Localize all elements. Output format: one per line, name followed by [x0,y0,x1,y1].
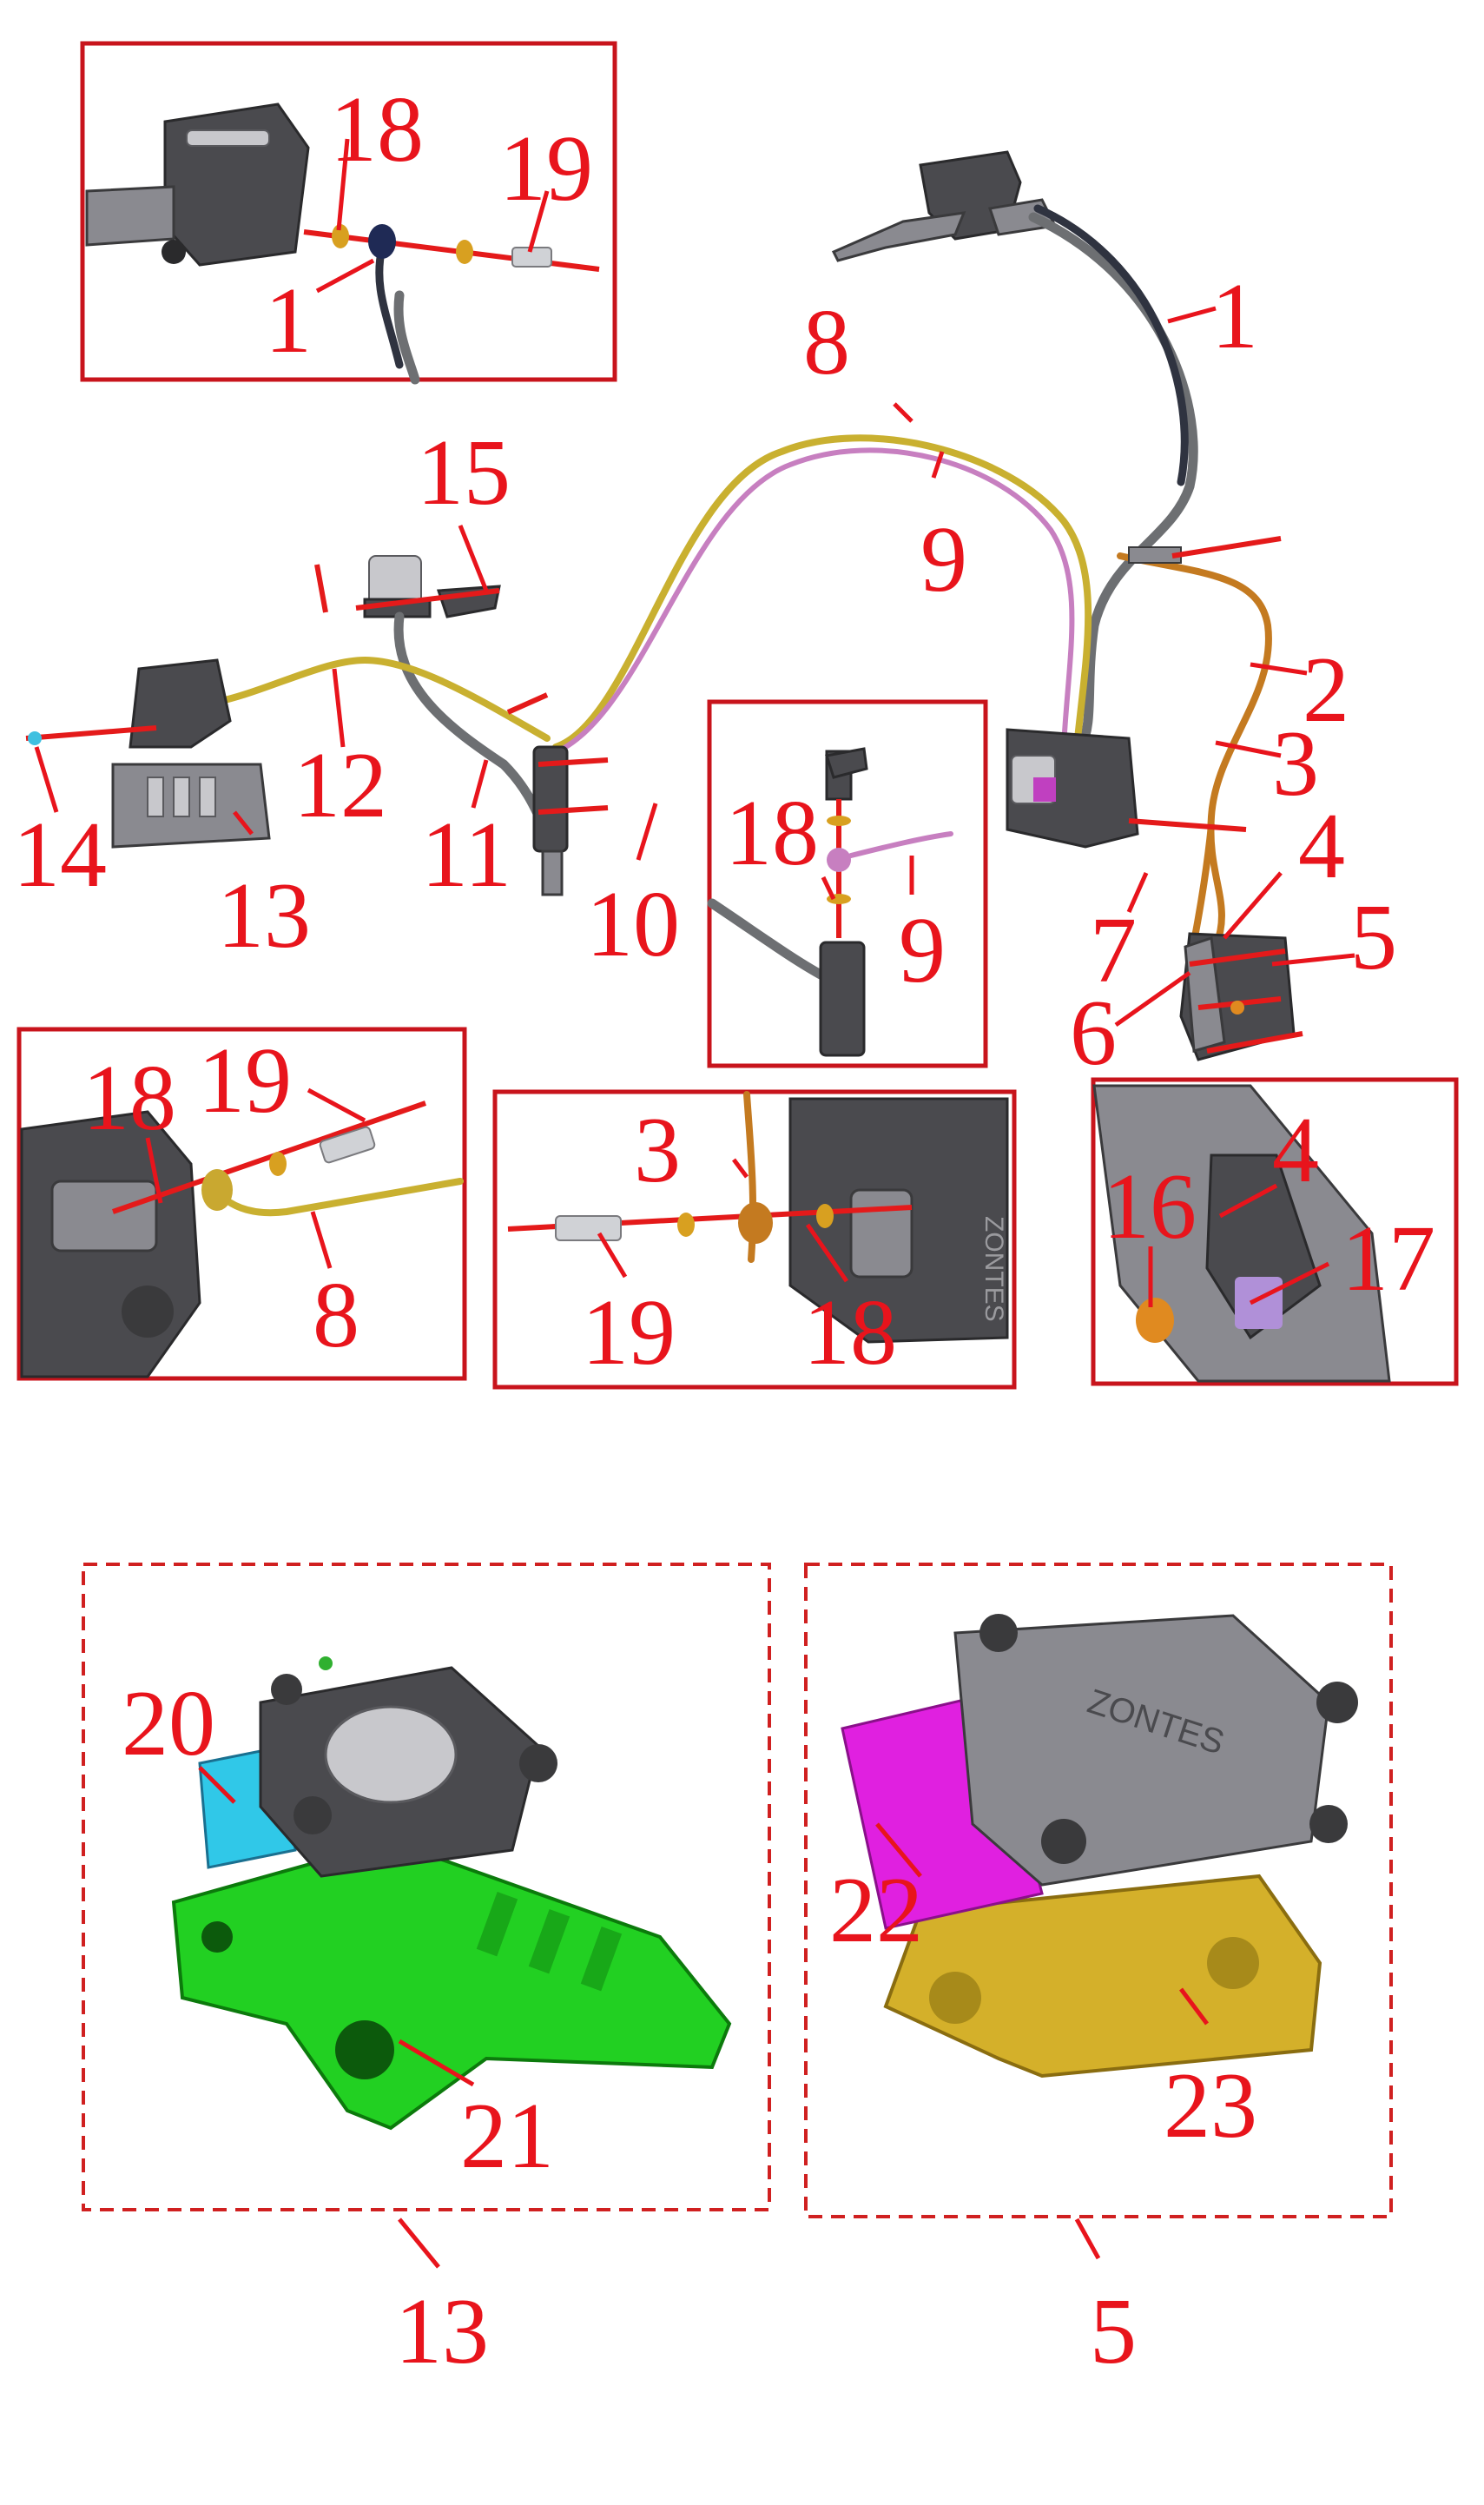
callout-13-main: 13 [217,864,311,968]
rear-caliper-bracket [171,1839,732,2131]
callout-17: 17 [1342,1207,1435,1311]
callout-5-main: 5 [1350,886,1397,989]
callout-18-rear-caliper: 18 [82,1047,176,1150]
rear-brake-reservoir-main [314,555,501,618]
detail-frame-caliper-bracket [1091,1077,1459,1386]
rear-union-detail [707,747,953,1057]
detail-frame-rear-caliper-bolt [16,1027,467,1381]
detail-frame-front-caliper-bolt [492,1089,1017,1390]
rear-brake-caliper-main [25,658,271,849]
front-brake-caliper-main [1179,932,1303,1061]
callout-1-main: 1 [1211,265,1258,368]
callout-10: 10 [586,873,680,976]
rear-caliper-assembly-illustration [171,1656,732,2131]
front-caliper-assembly-illustration: ZONTES [841,1614,1358,2079]
callout-1-master-cylinder: 1 [265,269,312,373]
rear-brake-hose-to-caliper [205,656,551,742]
callout-18-front-caliper: 18 [803,1281,897,1385]
callout-22: 22 [829,1859,923,1962]
detail-frame-master-cylinder [80,41,617,382]
callout-13-assembly: 13 [395,2280,489,2383]
front-master-cylinder-detail [85,102,600,385]
abs-modulator-unit [1006,728,1139,849]
callout-numbers: 18 19 1 1 8 9 15 2 3 4 5 6 7 12 11 10 14… [13,78,1435,2383]
assembly-frame-front-caliper [804,1563,1393,2218]
callout-23: 23 [1164,2054,1257,2158]
assembly-frame-rear-caliper [82,1563,771,2211]
callout-14: 14 [13,803,107,907]
rear-master-cylinder-main [506,692,609,896]
callout-19-master-cylinder: 19 [499,117,593,221]
caliper-bracket-detail [1092,1084,1391,1383]
front-brake-hose-upper-outline [1033,204,1189,486]
front-brake-hose-upper [1028,212,1198,752]
front-caliper-bracket [883,1874,1322,2079]
callout-9-rear-union: 9 [899,899,946,1002]
abs-line-yellow [552,434,1092,750]
caliper-brand-text: ZONTES [979,1216,1008,1322]
abs-line-pink [544,447,1075,758]
callout-8-rear-caliper: 8 [313,1264,359,1367]
front-handlebar-master-cylinder [831,150,1058,262]
front-caliper-bolt-detail: ZONTES [507,1091,1009,1344]
callout-3-front-caliper: 3 [634,1099,681,1202]
callout-19-front-caliper: 19 [582,1281,676,1385]
callout-2: 2 [1303,638,1349,742]
callout-8-main: 8 [803,291,850,394]
callout-7: 7 [1090,899,1137,1002]
callout-15: 15 [417,421,511,525]
callout-4-main: 4 [1298,795,1345,898]
detail-frame-rear-reservoir-union [707,699,988,1068]
callout-16: 16 [1103,1155,1197,1259]
callout-21: 21 [460,2085,554,2188]
callout-12: 12 [294,734,387,837]
callout-4-bracket: 4 [1272,1099,1319,1202]
callout-9-main: 9 [920,508,967,611]
callout-5-assembly: 5 [1090,2280,1137,2383]
callout-3-main: 3 [1272,712,1319,816]
callout-18-master-cylinder: 18 [330,78,424,182]
callout-19-rear-caliper: 19 [198,1029,292,1133]
leader-lines [34,138,1355,2269]
callout-6: 6 [1070,982,1117,1085]
callout-11: 11 [421,803,511,907]
callout-18-rear-union: 18 [725,782,819,885]
callout-20: 20 [122,1672,215,1775]
